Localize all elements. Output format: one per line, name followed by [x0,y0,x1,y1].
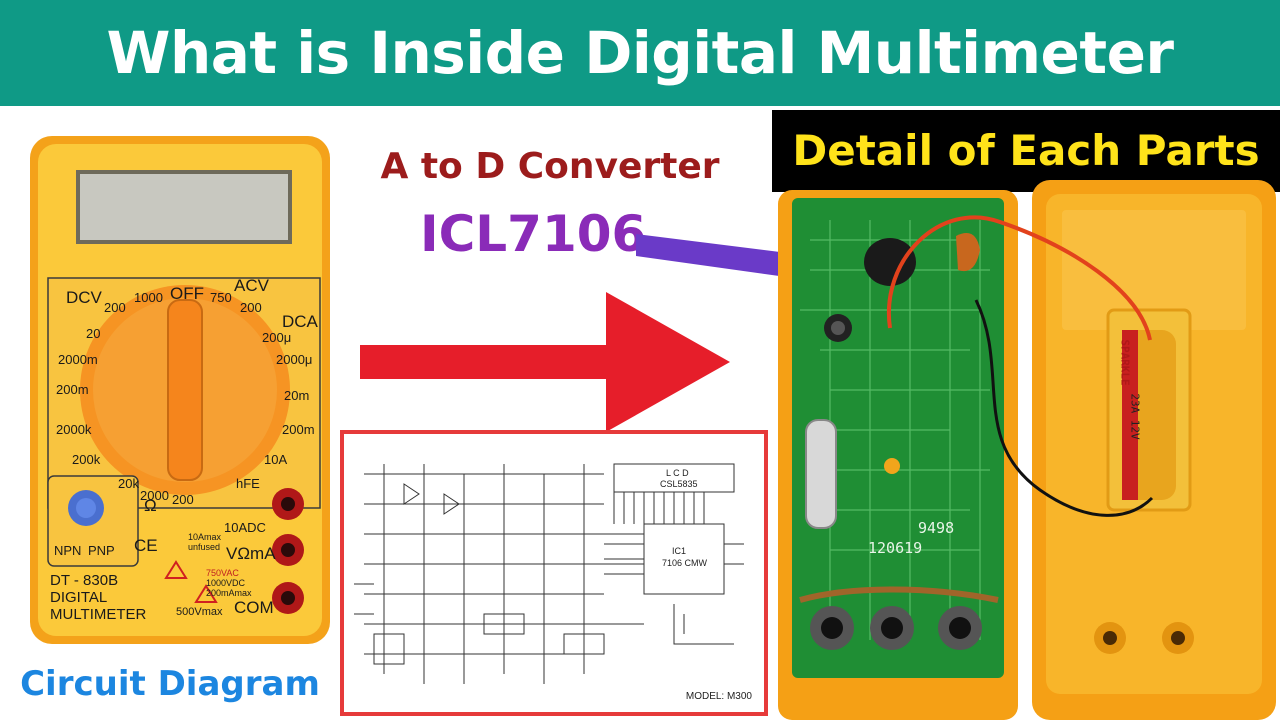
multimeter-image [30,136,330,644]
dial-200-ohm: 200 [172,492,194,507]
dial-200u: 200μ [262,330,292,345]
pnp-label: PNP [88,543,115,558]
lcd-label: L C D [666,468,689,478]
detail-banner [772,110,1280,192]
battery-brand: SPARKLE [1118,339,1132,386]
dial-200-dcv: 200 [104,300,126,315]
dial-2000m: 2000m [58,352,98,367]
model-text: DT - 830B DIGITAL MULTIMETER [50,572,146,623]
10adc-label: 10ADC [224,520,266,535]
500vmax-label: 500Vmax [176,606,223,618]
ohm-label: Ω [144,496,157,515]
dial-2000k: 2000k [56,422,92,437]
pcb-image [778,180,1276,720]
dial-200m-dca: 200m [282,422,315,437]
model-line-3: MULTIMETER [50,606,147,623]
model-line-1: DT - 830B [50,572,119,589]
ce-mark: CE [134,536,158,555]
pcb-code-1: 9498 [918,519,955,537]
limit-1000vdc: 1000VDC [206,578,246,588]
dca-label: DCA [282,312,318,331]
dial-200-acv: 200 [240,300,262,315]
circuit-diagram-label: Circuit Diagram [20,664,320,704]
dial-20m: 20m [284,388,310,403]
schematic-model: MODEL: M300 [685,691,752,702]
dial-20k: 20k [118,476,139,491]
dial-2000-ohm: 2000 [140,488,169,503]
npn-label: NPN [54,543,82,558]
circuit-diagram: L C D CSL5835 IC1 7106 CMW MODEL: M300 [340,430,768,716]
dial-2000u: 2000μ [276,352,313,367]
dial-200m: 200m [56,382,89,397]
off-label: OFF [170,284,204,303]
vohm-label: VΩmA [226,544,276,563]
battery-rating: 23A 12V [1128,393,1142,440]
limit-750vac: 750VAC [206,568,239,578]
chip-label: ICL7106 [420,205,647,263]
red-arrow [360,292,730,432]
dial-1000: 1000 [134,290,163,305]
unfused-label: 10Amax unfused [188,532,222,552]
converter-label: A to D Converter [380,146,720,187]
dial-10a: 10A [264,452,288,467]
title-banner [0,0,1280,106]
dial-200k: 200k [72,452,101,467]
schematic-drawing: L C D CSL5835 IC1 7106 CMW [354,463,744,684]
ic-part: 7106 CMW [662,558,708,568]
detail-label: Detail of Each Parts [792,126,1260,175]
ic-label: IC1 [672,546,686,556]
dcv-label: DCV [66,288,102,307]
limit-200ma: 200mAmax [206,588,252,598]
pcb-code-2: 120619 [868,539,923,557]
lcd-part: CSL5835 [660,479,698,489]
hfe-label: hFE [236,476,260,491]
page-title: What is Inside Digital Multimeter [106,19,1174,87]
com-label: COM [234,598,274,617]
dial-750: 750 [210,290,232,305]
acv-label: ACV [234,276,269,295]
dial-20: 20 [86,326,101,341]
model-line-2: DIGITAL [50,589,108,606]
